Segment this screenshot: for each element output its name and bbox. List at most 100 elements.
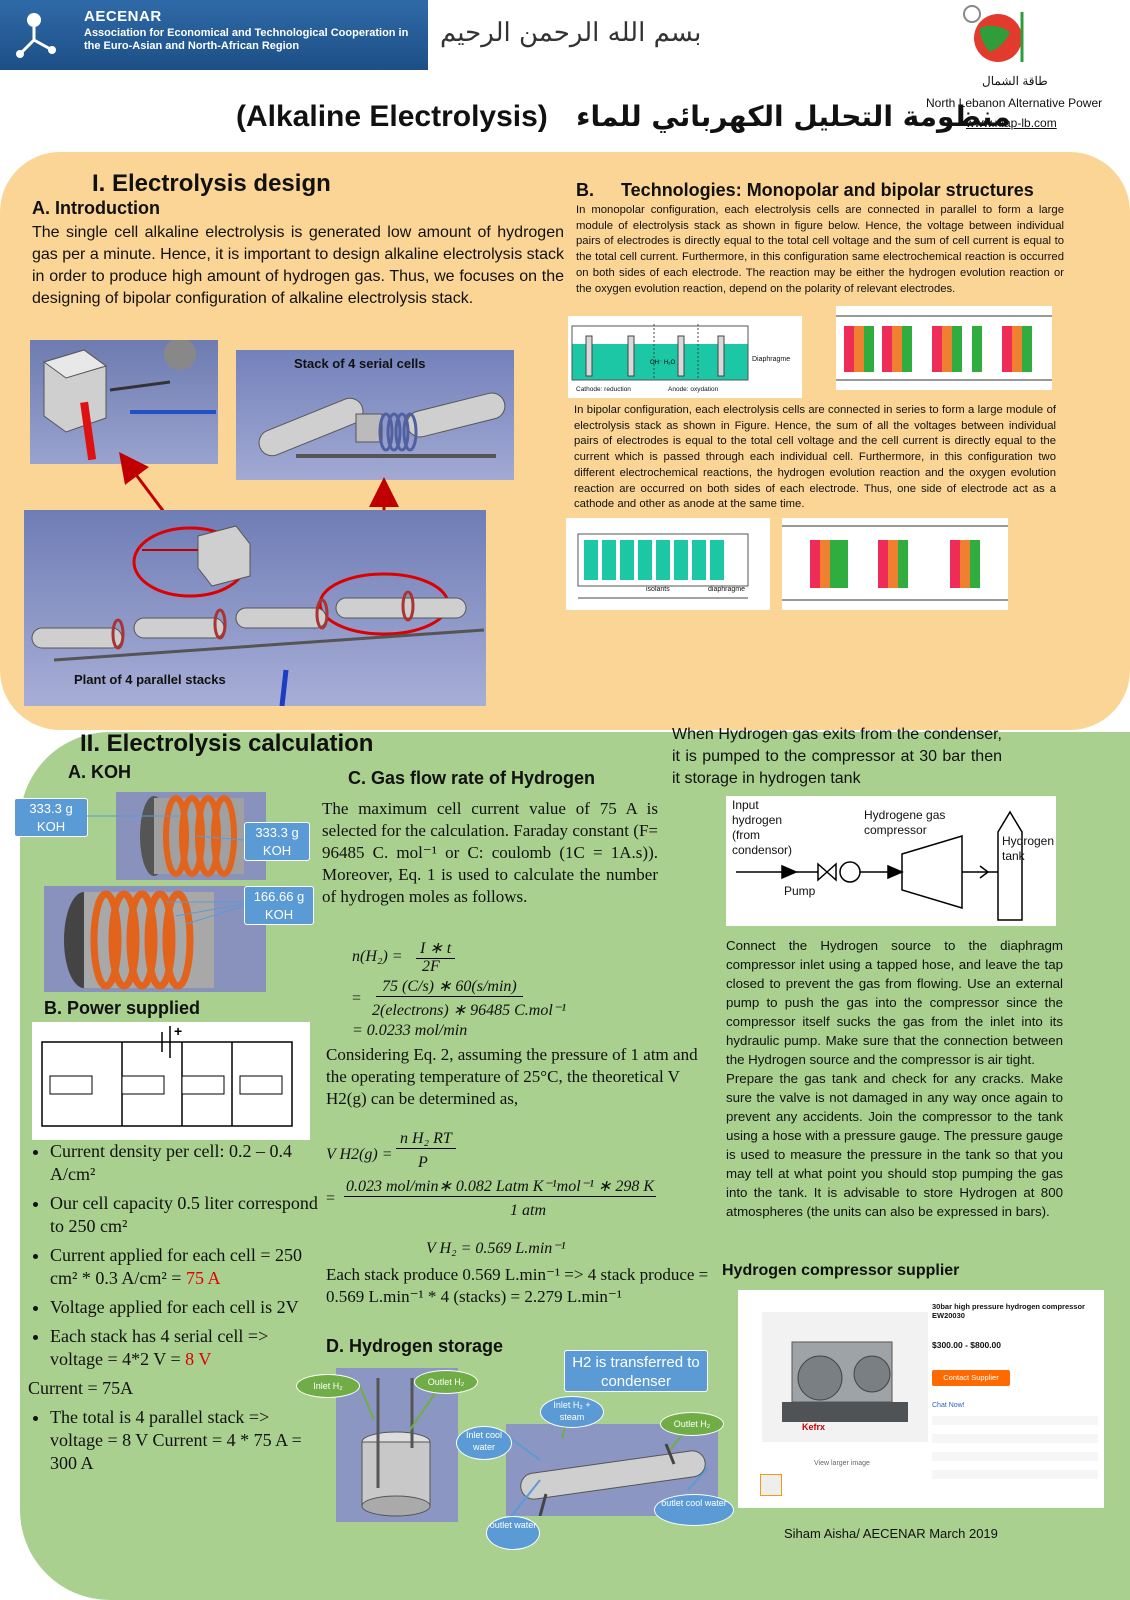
bipolar-cell-diagram: isolants diaphragme	[566, 518, 770, 610]
bullet-capacity: Our cell capacity 0.5 liter correspond t…	[50, 1192, 324, 1238]
eq1-den: 2F	[422, 958, 440, 975]
eq1-num2: 75 (C/s) ∗ 60(s/min)	[376, 976, 523, 997]
compressor-flow-diagram: Input hydrogen (from condensor) Hydrogen…	[726, 796, 1056, 926]
org-full-name: Association for Economical and Technolog…	[84, 27, 409, 52]
power-circuit-diagram: +	[32, 1022, 310, 1140]
bullet-voltage-applied: Voltage applied for each cell is 2V	[50, 1296, 324, 1319]
cathode-label: Cathode: reduction	[576, 386, 631, 393]
koh-label-2: 333.3 g KOH	[244, 822, 310, 861]
serial-value: 8 V	[185, 1349, 212, 1369]
product-brand: Kefrx	[802, 1422, 826, 1432]
current-line: Current = 75A	[28, 1378, 134, 1398]
diag-tank-label: Hydrogen tank	[1002, 834, 1055, 863]
poster-title: (Alkaline Electrolysis) منظومة التحليل ا…	[236, 100, 1011, 134]
eq2-lhs: V H2(g) =	[326, 1146, 393, 1163]
eq2-den2: 1 atm	[510, 1202, 546, 1219]
eq2-num2: 0.023 mol/min∗ 0.082 Latm K⁻¹mol⁻¹ ∗ 298…	[344, 1178, 656, 1197]
bullet-current-density: Current density per cell: 0.2 – 0.4 A/cm…	[50, 1140, 324, 1186]
outlet-h2-oval-2: Outlet H₂	[660, 1412, 724, 1436]
equation-2: V H2(g) = n H₂ RT P = 0.023 mol/min∗ 0.0…	[326, 1130, 726, 1258]
eq2-den: P	[418, 1154, 428, 1171]
section-2-heading: II. Electrolysis calculation	[80, 730, 374, 757]
gas-flow-heading: C. Gas flow rate of Hydrogen	[348, 768, 596, 788]
eq1-result: = 0.0233 mol/min	[352, 1022, 468, 1039]
gas-flow-paragraph: The maximum cell current value of 75 A i…	[322, 799, 658, 906]
outlet-water-oval: outlet water	[486, 1516, 540, 1550]
bipolar-paragraph: In bipolar configuration, each electroly…	[574, 404, 1056, 511]
stack-label: Stack of 4 serial cells	[294, 356, 426, 371]
equation-1: n(H₂) = I ∗ t 2F = 75 (C/s) ∗ 60(s/min) …	[352, 938, 567, 1039]
compressor-intro: When Hydrogen gas exits from the condens…	[672, 726, 1002, 787]
nlap-logo-icon	[963, 5, 1024, 62]
diaphragme2-label: diaphragme	[708, 586, 745, 593]
bipolar-stack-diagram	[782, 518, 1008, 610]
chat-now-link[interactable]: Chat Now!	[932, 1402, 965, 1409]
storage-vessel-image	[336, 1368, 458, 1522]
eq2-intro: Considering Eq. 2, assuming the pressure…	[326, 1045, 698, 1108]
inlet-h2-oval-1: Inlet H₂	[296, 1374, 360, 1398]
tech-heading: B. Technologies: Monopolar and bipolar s…	[576, 180, 1034, 201]
current-applied-value: 75 A	[185, 1268, 221, 1288]
partner-url-link[interactable]: www.nlap-lb.com	[966, 116, 1057, 130]
bullet-parallel: The total is 4 parallel stack => voltage…	[50, 1406, 324, 1475]
koh-coil-image-2	[44, 886, 266, 992]
compressor-procedure-text: Connect the Hydrogen source to the diaph…	[726, 938, 1063, 1219]
intro-heading: A. Introduction	[32, 198, 160, 218]
koh-label-1: 333.3 g KOH	[14, 798, 88, 837]
storage-callout: H2 is transferred to condenser	[564, 1350, 708, 1392]
plant-render-image: Plant of 4 parallel stacks	[24, 510, 486, 707]
title-english: (Alkaline Electrolysis)	[236, 100, 548, 133]
svg-text:+: +	[174, 1023, 182, 1039]
tech-heading-letter: B.	[576, 180, 594, 200]
outlet-cool-water-oval: outlet cool water	[654, 1494, 734, 1526]
basmala-calligraphy: بسم الله الرحمن الرحيم	[440, 18, 702, 48]
diaphragme-label: Diaphragme	[752, 356, 791, 363]
eq2-num: n H₂ RT	[396, 1130, 456, 1149]
diag-pump-label: Pump	[784, 884, 816, 898]
title-arabic: منظومة التحليل الكهربائي للماء	[576, 100, 1011, 133]
koh-heading: A. KOH	[68, 762, 131, 782]
monopolar-cell-diagram: OH⁻ H₂O Diaphragme Cathode: reduction An…	[568, 316, 802, 398]
compressor-product-image[interactable]: Kefrx	[762, 1312, 928, 1442]
koh-leader-lines	[86, 815, 245, 925]
org-short-name: AECENAR	[84, 8, 162, 25]
stack-render-image: Stack of 4 serial cells	[236, 350, 514, 480]
diag-compressor-label: Hydrogene gas compressor	[864, 808, 946, 837]
partner-arabic-name: طاقة الشمال	[982, 74, 1048, 88]
tech-heading-text: Technologies: Monopolar and bipolar stru…	[621, 180, 1034, 200]
monopolar-paragraph: In monopolar configuration, each electro…	[576, 204, 1064, 295]
product-thumbnail[interactable]	[760, 1474, 782, 1496]
eq2-result: V H₂ = 0.569 L.min⁻¹	[426, 1240, 566, 1257]
koh-label-3: 166.66 g KOH	[244, 886, 314, 925]
diag-input-label: Input hydrogen (from condensor)	[732, 798, 793, 857]
render-components-image	[30, 338, 218, 464]
supplier-heading: Hydrogen compressor supplier	[722, 1262, 960, 1279]
footer-credit: Siham Aisha/ AECENAR March 2019	[784, 1526, 998, 1541]
eq1-num: I ∗ t	[416, 938, 456, 959]
svg-text:OH⁻ H₂O: OH⁻ H₂O	[650, 360, 675, 366]
section-1-heading: I. Electrolysis design	[92, 170, 331, 197]
bullet-current-applied: Current applied for each cell = 250 cm² …	[50, 1244, 324, 1290]
outlet-h2-oval-1: Outlet H₂	[414, 1370, 478, 1394]
power-heading: B. Power supplied	[44, 998, 201, 1018]
inlet-cool-water-oval: Inlet cool water	[456, 1426, 512, 1460]
anode-label: Anode: oxydation	[668, 386, 719, 393]
power-bullets: Current density per cell: 0.2 – 0.4 A/cm…	[28, 1140, 324, 1481]
current-applied-text: Current applied for each cell = 250 cm² …	[50, 1245, 303, 1288]
partner-english-name: North Lebanon Alternative Power	[926, 96, 1103, 110]
contact-supplier-button[interactable]: Contact Supplier	[932, 1370, 1010, 1386]
stack-production-text: Each stack produce 0.569 L.min⁻¹ => 4 st…	[326, 1265, 709, 1306]
product-title[interactable]: 30bar high pressure hydrogen compressor …	[932, 1302, 1085, 1320]
eq1-den2: 2(electrons) ∗ 96485 C.mol⁻¹	[372, 1002, 567, 1019]
plant-label: Plant of 4 parallel stacks	[74, 672, 226, 687]
aecenar-logo-icon	[16, 13, 56, 58]
intro-paragraph: The single cell alkaline electrolysis is…	[32, 224, 564, 307]
inlet-h2-steam-oval: Inlet H₂ + steam	[540, 1396, 604, 1428]
product-price: $300.00 - $800.00	[932, 1340, 1002, 1350]
storage-heading: D. Hydrogen storage	[326, 1336, 504, 1356]
monopolar-stack-diagram	[836, 306, 1052, 390]
bullet-serial: Each stack has 4 serial cell => voltage …	[50, 1325, 324, 1371]
view-larger-link[interactable]: View larger image	[814, 1460, 870, 1467]
aecenar-logo-banner: AECENAR Association for Economical and T…	[0, 0, 428, 70]
isolants-label: isolants	[646, 586, 670, 593]
